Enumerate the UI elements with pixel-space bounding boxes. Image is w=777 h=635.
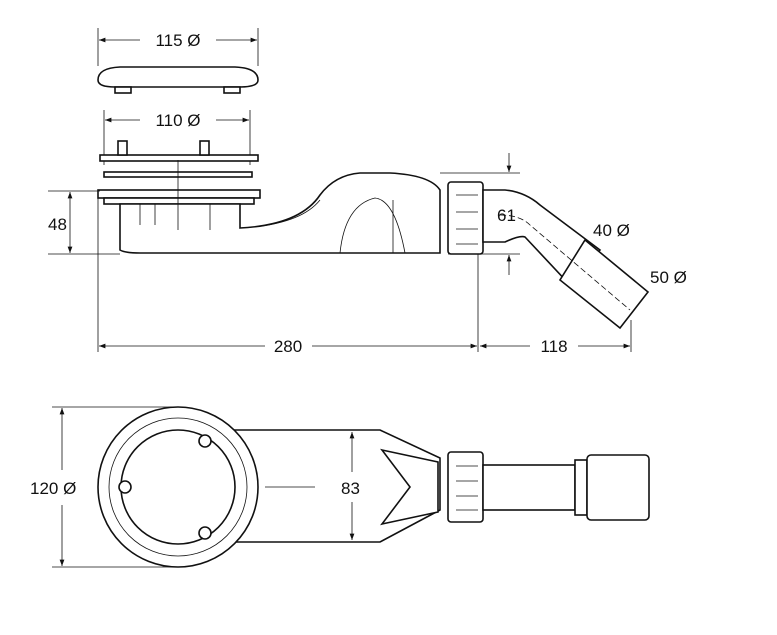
waste-body-top — [97, 406, 650, 568]
dim-lengths: 280 118 — [97, 198, 632, 356]
waste-body-side — [97, 140, 441, 254]
dim-height: 48 — [48, 190, 120, 255]
outlet-elbow — [482, 189, 650, 330]
dim-cover-diameter: 115 Ø — [97, 28, 259, 66]
pipe-outer-diameter-label: 50 Ø — [650, 268, 687, 287]
outlet-height-label: 61 — [497, 206, 516, 225]
outlet-length-label: 118 — [540, 337, 567, 356]
dim-trap-width: 83 — [341, 432, 360, 540]
union-nut-side — [447, 181, 484, 255]
body-diameter-label: 120 Ø — [30, 479, 76, 498]
pipe-inner-diameter-label: 40 Ø — [593, 221, 630, 240]
flange-diameter-label: 110 Ø — [155, 111, 200, 130]
trap-width-label: 83 — [341, 479, 360, 498]
cover-plate — [97, 66, 259, 94]
dim-body-diameter: 120 Ø — [30, 406, 178, 568]
dim-outlet-height: 61 — [440, 153, 520, 275]
cover-diameter-label: 115 Ø — [155, 31, 200, 50]
height-label: 48 — [48, 215, 67, 234]
dim-flange-diameter: 110 Ø — [103, 110, 251, 165]
body-length-label: 280 — [274, 337, 302, 356]
